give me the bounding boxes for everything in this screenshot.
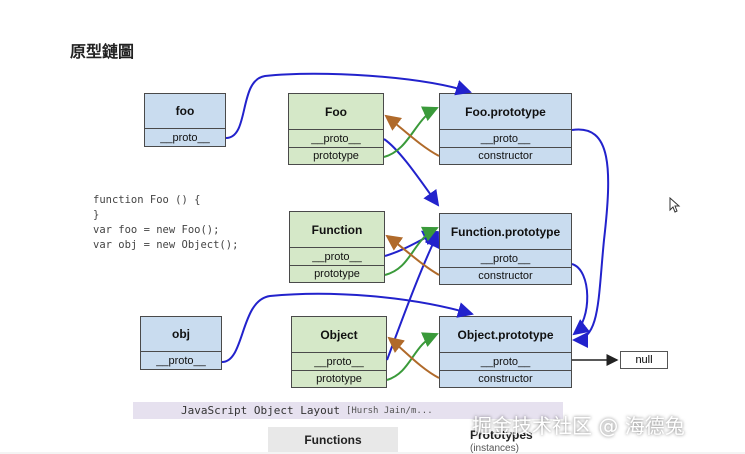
caption-text: JavaScript Object Layout xyxy=(181,404,340,417)
box-foo-proto: __proto__ xyxy=(160,131,210,144)
box-Object-header: Object xyxy=(292,317,386,353)
arrow-foo-proto xyxy=(225,72,472,139)
arrow-function-prototype-proto xyxy=(571,263,590,336)
box-Object-proto: __proto__ xyxy=(292,353,386,371)
arrow-object-prototype-constructor xyxy=(387,336,440,379)
arrow-Foo-prototype xyxy=(383,106,439,158)
arrow-foo-prototype-constructor xyxy=(384,114,440,157)
page-title: 原型鏈圖 xyxy=(70,42,135,61)
box-Foo-prototype: prototype xyxy=(313,150,359,162)
null-box: null xyxy=(620,351,668,369)
arrow-obj-proto xyxy=(221,292,474,363)
box-foo-prototype-constructor: constructor xyxy=(478,150,533,162)
box-function-prototype-proto: __proto__ xyxy=(440,250,571,268)
box-Foo: Foo __proto__ prototype xyxy=(288,93,384,165)
box-Function-header: Function xyxy=(290,212,384,248)
code-line: } xyxy=(93,209,100,221)
box-Function-prototype: prototype xyxy=(314,268,360,280)
arrow-Foo-proto xyxy=(383,138,440,207)
box-Object: Object __proto__ prototype xyxy=(291,316,387,388)
caption-cite: [Hursh Jain/m... xyxy=(345,405,433,416)
box-object-prototype-header: Object.prototype xyxy=(440,317,571,353)
box-foo-prototype: Foo.prototype __proto__ constructor xyxy=(439,93,572,165)
box-obj: obj __proto__ xyxy=(140,316,222,370)
box-Foo-proto: __proto__ xyxy=(289,130,383,148)
functions-column-header: Functions xyxy=(268,427,398,452)
box-Object-prototype: prototype xyxy=(316,373,362,385)
mouse-cursor-icon xyxy=(669,196,681,218)
box-Function: Function __proto__ prototype xyxy=(289,211,385,283)
box-foo-prototype-header: Foo.prototype xyxy=(440,94,571,130)
box-Function-proto: __proto__ xyxy=(290,248,384,266)
box-function-prototype-constructor: constructor xyxy=(478,270,533,282)
box-foo: foo __proto__ xyxy=(144,93,226,147)
box-obj-header: obj xyxy=(141,317,221,352)
watermark: 掘金技术社区 @ 海德兔 xyxy=(472,414,685,438)
box-object-prototype: Object.prototype __proto__ constructor xyxy=(439,316,572,388)
prototypes-column-header: Prototypes xyxy=(470,428,533,442)
box-object-prototype-proto: __proto__ xyxy=(440,353,571,371)
box-function-prototype-header: Function.prototype xyxy=(440,214,571,250)
arrow-foo-prototype-proto xyxy=(571,128,610,348)
box-object-prototype-constructor: constructor xyxy=(478,373,533,385)
box-foo-prototype-proto: __proto__ xyxy=(440,130,571,148)
code-line: function Foo () { xyxy=(93,194,201,206)
box-function-prototype: Function.prototype __proto__ constructor xyxy=(439,213,572,285)
code-block: function Foo () {} var foo = new Foo(); va… xyxy=(93,193,238,253)
code-line: var obj = new Object(); xyxy=(93,239,239,251)
box-obj-proto: __proto__ xyxy=(156,354,206,367)
box-foo-header: foo xyxy=(145,94,225,129)
prototypes-column-subheader: (instances) xyxy=(470,443,519,454)
arrow-Function-prototype xyxy=(384,226,439,276)
code-line: var foo = new Foo(); xyxy=(93,224,220,236)
box-Foo-header: Foo xyxy=(289,94,383,130)
arrow-function-prototype-constructor xyxy=(385,234,440,276)
caption-bar: JavaScript Object Layout [Hursh Jain/m..… xyxy=(133,402,563,419)
